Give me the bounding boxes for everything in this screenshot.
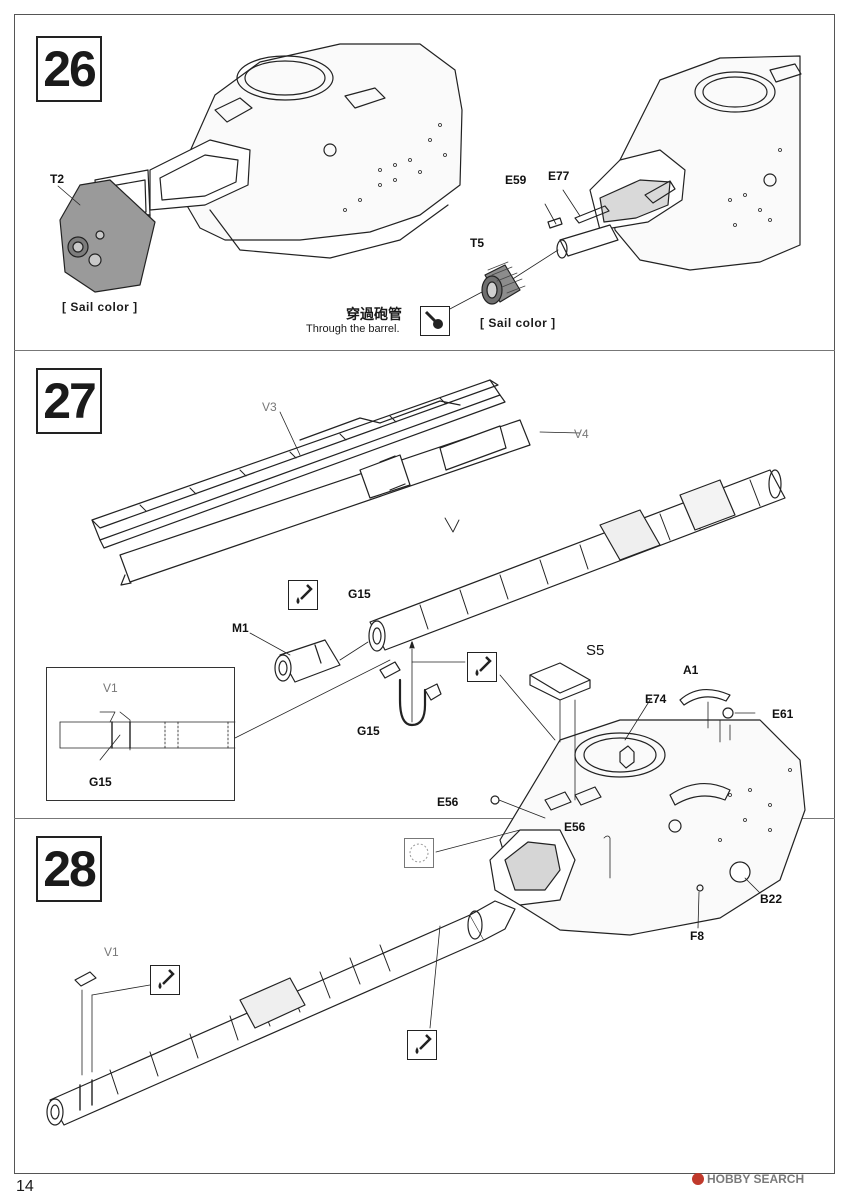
divider-26-27 (14, 350, 835, 351)
label-v1: V1 (104, 945, 119, 959)
inset-label-g15: G15 (89, 775, 112, 789)
main-barrel-step27 (368, 469, 786, 652)
step-number-27: 27 (36, 368, 102, 434)
inset-label-v1: V1 (103, 681, 118, 695)
label-e61: E61 (772, 707, 794, 721)
glue-icon (467, 652, 497, 682)
inset-detail-lines (59, 711, 236, 761)
part-t5-sleeve (481, 261, 526, 305)
barrel-frames-v3-v4 (91, 379, 581, 586)
divider-27-28 (14, 818, 835, 819)
sail-color-note-left: [ Sail color ] (62, 300, 138, 314)
label-a1: A1 (683, 663, 699, 677)
label-e56-a: E56 (437, 795, 459, 809)
label-v3: V3 (262, 400, 277, 414)
watermark-logo-icon (692, 1173, 704, 1185)
label-b22: B22 (760, 892, 783, 906)
label-e74: E74 (645, 692, 667, 706)
part-g15-hook (379, 641, 466, 727)
turret-step26-right (447, 55, 802, 311)
through-barrel-icon (420, 306, 450, 336)
label-g15-top: G15 (348, 587, 371, 601)
label-m1: M1 (232, 621, 249, 635)
label-s5: S5 (586, 642, 605, 659)
page-number: 14 (16, 1178, 34, 1195)
inset-detail-box (46, 667, 235, 801)
label-f8: F8 (690, 929, 705, 943)
label-e59: E59 (505, 173, 527, 187)
turret-step26-left (57, 43, 463, 293)
label-e77: E77 (548, 169, 570, 183)
sail-color-note-right: [ Sail color ] (480, 316, 556, 330)
label-e56-b: E56 (564, 820, 586, 834)
open-hole-icon (404, 838, 434, 868)
main-barrel-step28 (46, 900, 516, 1126)
part-m1 (249, 632, 369, 683)
watermark-text: HOBBY SEARCH (707, 1172, 805, 1186)
label-v4: V4 (574, 427, 589, 441)
label-g15-bottom: G15 (357, 724, 380, 738)
glue-icon (150, 965, 180, 995)
glue-icon (288, 580, 318, 610)
label-t2: T2 (50, 172, 65, 186)
page-frame (14, 14, 835, 1174)
watermark: HOBBY SEARCH (692, 1172, 804, 1186)
turret-step27-right (435, 662, 806, 936)
through-barrel-note-cn: 穿過砲管 (346, 307, 402, 323)
through-barrel-note-en: Through the barrel. (306, 323, 400, 335)
glue-icon (407, 1030, 437, 1060)
step-number-28: 28 (36, 836, 102, 902)
label-t5: T5 (470, 236, 485, 250)
step-number-26: 26 (36, 36, 102, 102)
